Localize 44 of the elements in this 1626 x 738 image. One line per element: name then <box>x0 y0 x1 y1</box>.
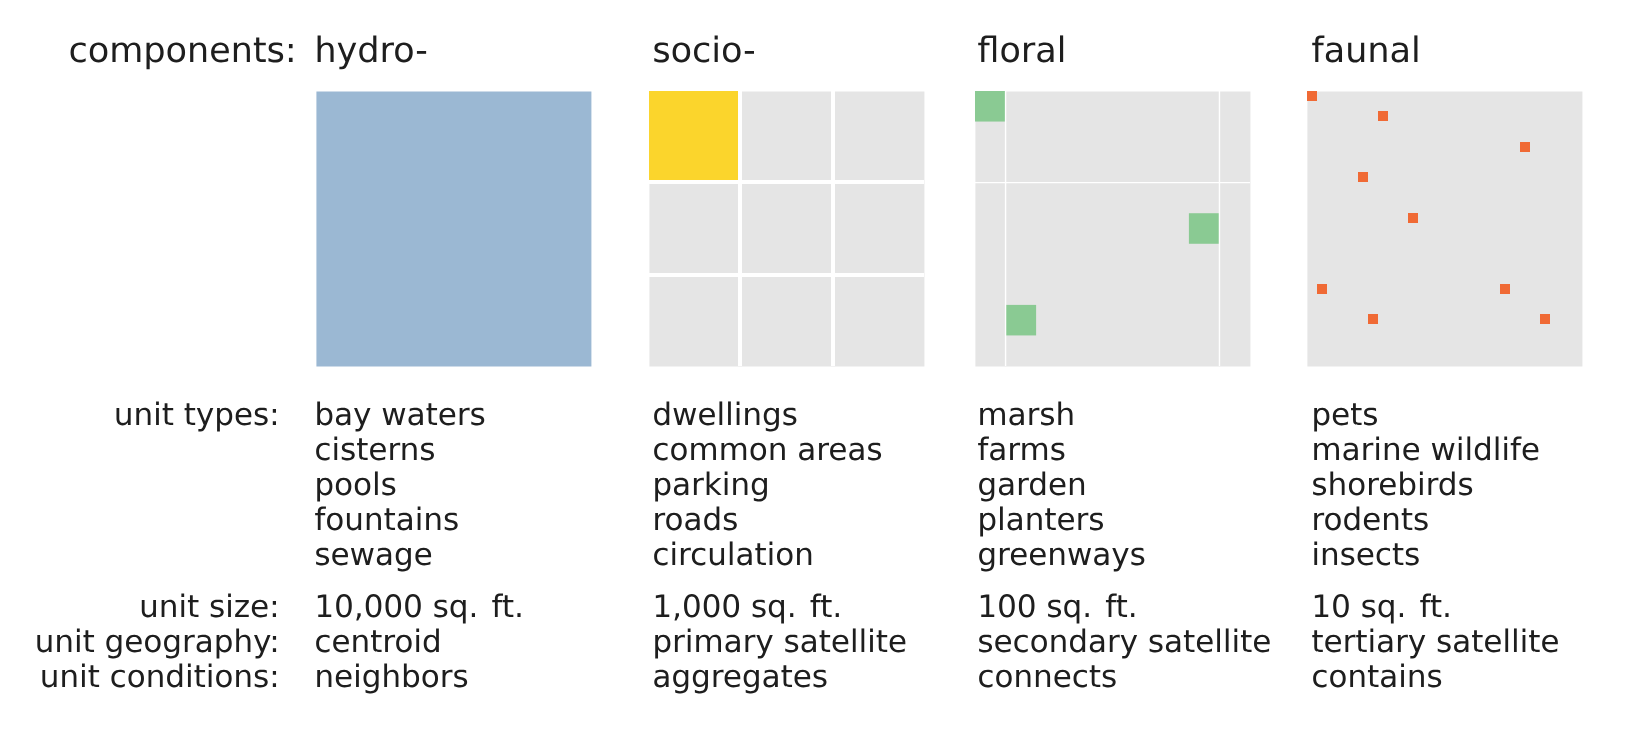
value-text: 10,000 sq. ft. <box>317 593 521 624</box>
solid-square <box>316 91 592 367</box>
list-item: pools <box>317 471 396 502</box>
grid-square <box>974 90 1251 367</box>
row-label: unit size: <box>141 593 276 618</box>
list-item: pets <box>1314 403 1377 432</box>
value-text: 100 sq. ft. <box>980 593 1135 624</box>
value-text: primary satellite <box>655 628 906 659</box>
column-heading: faunal <box>1312 35 1418 63</box>
grid-square <box>649 91 925 367</box>
value-text: 10 sq. ft. <box>1314 593 1449 624</box>
value-text: 1,000 sq. ft. <box>655 593 839 624</box>
list-item: marine wildlife <box>1314 436 1539 461</box>
value-text: connects <box>979 665 1116 688</box>
list-item: rodents <box>1314 506 1428 531</box>
dotted-square <box>1307 91 1583 367</box>
row-label: unit types: <box>116 401 276 432</box>
value-text: aggregates <box>654 665 827 694</box>
list-item: circulation <box>654 541 812 566</box>
row-label: components: <box>70 37 293 70</box>
list-item: bay waters <box>317 401 485 432</box>
row-label: unit conditions: <box>42 663 277 688</box>
list-item: common areas <box>654 442 882 461</box>
list-item: planters <box>980 506 1103 537</box>
list-item: fountains <box>315 506 458 531</box>
list-item: farms <box>978 436 1065 461</box>
list-item: dwellings <box>654 401 797 432</box>
list-item: cisterns <box>316 436 434 461</box>
value-text: contains <box>1313 663 1442 688</box>
list-item: parking <box>655 471 767 502</box>
list-item: marsh <box>980 401 1073 426</box>
value-text: tertiary satellite <box>1312 628 1558 659</box>
value-text: neighbors <box>317 663 468 694</box>
row-label: unit geography: <box>37 628 277 659</box>
list-item: greenways <box>979 547 1145 572</box>
column-heading: socio- <box>654 35 754 63</box>
list-item: garden <box>979 471 1085 502</box>
column-heading: floral <box>978 35 1064 63</box>
value-text: centroid <box>316 628 439 653</box>
list-item: sewage <box>316 547 432 572</box>
value-text: secondary satellite <box>979 628 1270 659</box>
list-item: insects <box>1314 541 1419 566</box>
list-item: roads <box>655 506 737 531</box>
list-item: shorebirds <box>1313 471 1473 496</box>
